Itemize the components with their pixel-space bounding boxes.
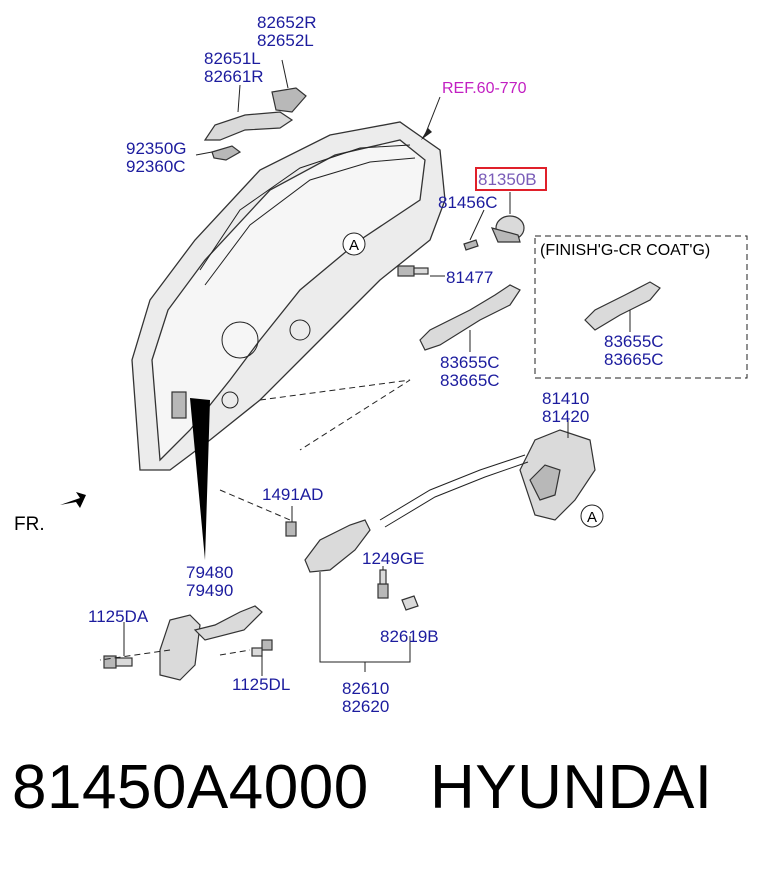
brand-name: HYUNDAI bbox=[430, 753, 713, 822]
assembly-line-3 bbox=[99, 649, 171, 661]
leader-92350 bbox=[195, 151, 213, 156]
label-1125da: 1125DA bbox=[88, 607, 149, 626]
door-assembly bbox=[131, 121, 446, 471]
door-checker bbox=[159, 398, 263, 681]
outside-handle bbox=[203, 87, 307, 161]
ref-arrow-icon bbox=[421, 128, 432, 140]
bolt-1125dl bbox=[251, 639, 273, 657]
part-number: 81450A4000 bbox=[12, 753, 369, 822]
callout-a-top bbox=[342, 232, 366, 256]
finish-box bbox=[534, 235, 748, 379]
label-ref: REF.60-770 bbox=[442, 80, 527, 97]
screw-1249 bbox=[377, 569, 389, 599]
leader-82652 bbox=[281, 59, 289, 89]
leader-82610 bbox=[319, 572, 411, 663]
label-finish: (FINISH'G-CR COAT'G) bbox=[540, 242, 710, 259]
label-81350: 81350B bbox=[478, 170, 537, 189]
label-81456: 81456C bbox=[438, 193, 498, 212]
assembly-line-2 bbox=[219, 489, 291, 521]
assembly-line-4 bbox=[219, 649, 251, 656]
callout-a-bottom bbox=[580, 504, 604, 528]
footer: 81450A4000 HYUNDAI bbox=[0, 752, 762, 862]
label-82619: 82619B bbox=[380, 627, 439, 646]
label-1491: 1491AD bbox=[262, 485, 323, 504]
fr-label: FR. bbox=[14, 514, 45, 535]
handle-frame-a bbox=[419, 284, 521, 351]
ref-leader bbox=[424, 96, 441, 136]
label-81477: 81477 bbox=[446, 268, 493, 287]
callout-a-top-text: A bbox=[349, 237, 359, 254]
clip-1491 bbox=[285, 521, 297, 537]
label-1249: 1249GE bbox=[362, 549, 424, 568]
cap-82619 bbox=[401, 595, 419, 611]
callout-a-bottom-text: A bbox=[587, 509, 597, 526]
bolt-81477 bbox=[397, 265, 429, 277]
inside-handle bbox=[304, 519, 371, 573]
assembly-line-1 bbox=[259, 379, 411, 451]
handle-frame-b bbox=[584, 281, 661, 331]
leader-81456 bbox=[469, 209, 485, 241]
label-1125dl: 1125DL bbox=[232, 675, 290, 694]
highlight-box bbox=[475, 167, 547, 191]
screw-81456 bbox=[463, 239, 479, 251]
front-arrow-icon bbox=[60, 492, 86, 508]
leader-82651 bbox=[237, 84, 241, 113]
door-latch bbox=[379, 429, 596, 528]
part-81350 bbox=[490, 215, 525, 243]
